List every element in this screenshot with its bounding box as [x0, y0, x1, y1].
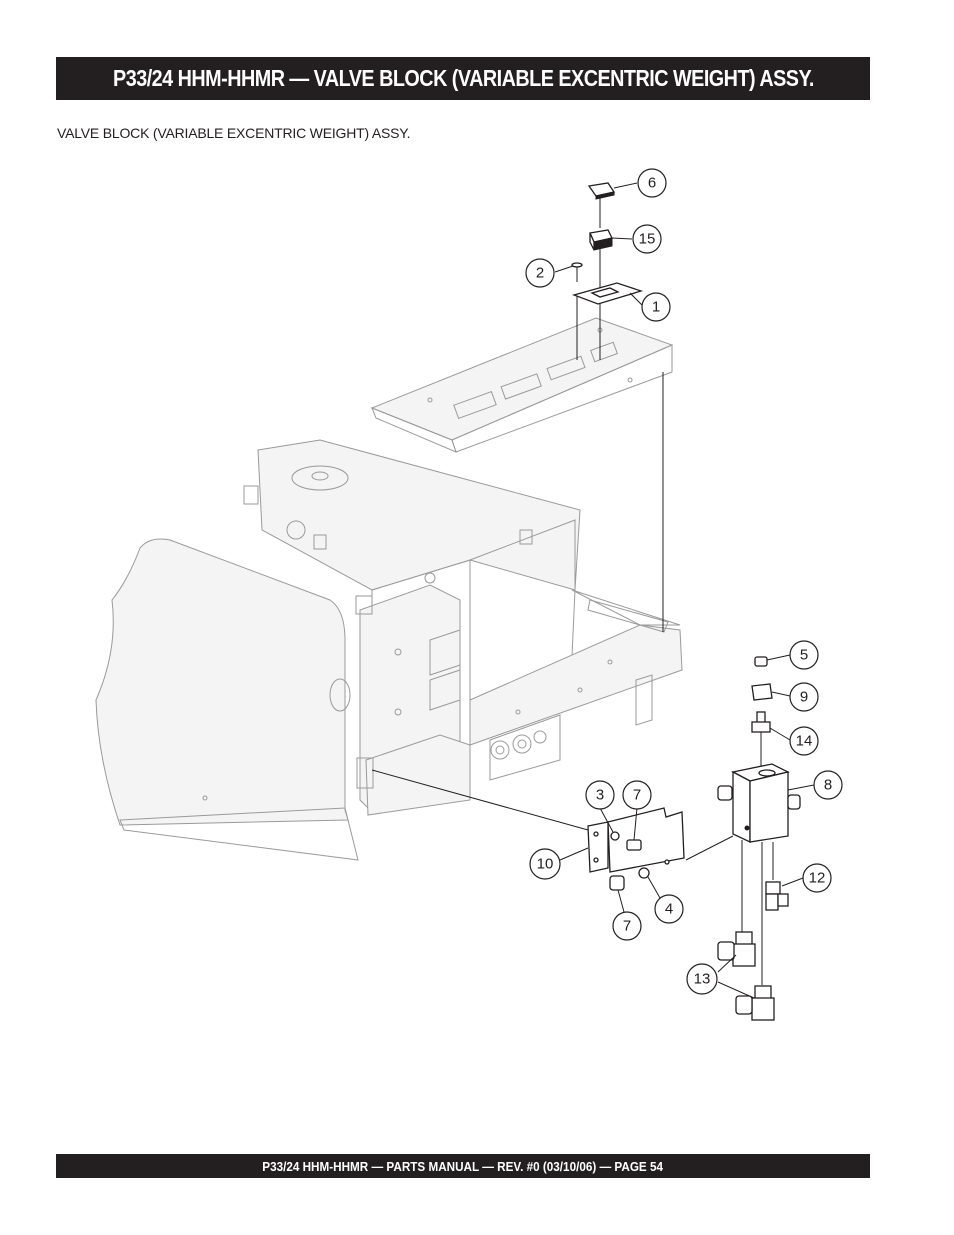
svg-text:13: 13 — [694, 971, 711, 988]
callout-1: 1 — [641, 292, 671, 322]
callout-4: 4 — [654, 894, 684, 924]
callout-13: 13 — [686, 963, 718, 995]
svg-text:7: 7 — [633, 787, 641, 804]
callout-10: 10 — [529, 848, 561, 880]
svg-text:8: 8 — [824, 777, 832, 794]
machine-frame-illustration — [95, 246, 683, 861]
callout-14: 14 — [789, 726, 819, 756]
callout-6: 6 — [637, 168, 667, 198]
callout-12: 12 — [802, 863, 832, 893]
svg-text:5: 5 — [800, 647, 808, 664]
switch-assembly-parts — [571, 182, 644, 305]
svg-text:7: 7 — [623, 918, 631, 935]
callout-2: 2 — [525, 258, 555, 288]
page-title-bar: P33/24 HHM-HHMR — VALVE BLOCK (VARIABLE … — [56, 57, 870, 100]
svg-text:1: 1 — [652, 299, 660, 316]
svg-text:10: 10 — [537, 856, 554, 873]
callout-9: 9 — [789, 682, 819, 712]
svg-text:15: 15 — [639, 231, 656, 248]
svg-text:14: 14 — [796, 733, 813, 750]
page-title: P33/24 HHM-HHMR — VALVE BLOCK (VARIABLE … — [112, 65, 814, 91]
svg-text:4: 4 — [665, 901, 673, 918]
svg-text:2: 2 — [536, 265, 544, 282]
callout-7-lower: 7 — [612, 911, 642, 941]
callout-5: 5 — [789, 640, 819, 670]
svg-text:3: 3 — [596, 787, 604, 804]
callout-15: 15 — [632, 224, 662, 254]
svg-text:9: 9 — [800, 689, 808, 706]
callout-3: 3 — [585, 780, 615, 810]
section-subtitle: VALVE BLOCK (VARIABLE EXCENTRIC WEIGHT) … — [57, 125, 411, 141]
svg-text:6: 6 — [648, 175, 656, 192]
page-footer-bar: P33/24 HHM-HHMR — PARTS MANUAL — REV. #0… — [56, 1154, 870, 1178]
svg-text:12: 12 — [809, 870, 826, 887]
page-footer: P33/24 HHM-HHMR — PARTS MANUAL — REV. #0… — [262, 1158, 664, 1174]
callout-7-upper: 7 — [622, 780, 652, 810]
callout-8: 8 — [813, 770, 843, 800]
valve-block-parts — [717, 656, 801, 1021]
bracket-parts — [371, 769, 734, 891]
callout-leaders — [554, 182, 815, 999]
